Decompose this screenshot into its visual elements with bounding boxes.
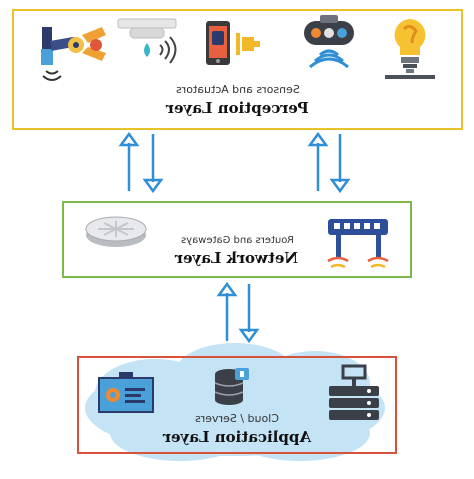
arrow-down-left [142, 134, 164, 194]
application-subtitle: Cloud / Servers [195, 412, 279, 425]
perception-subtitle: Sensors and Actuators [175, 83, 300, 96]
network-layer-box: Routers and Gateways Network Layer [62, 201, 412, 278]
arrow-up-center [216, 281, 238, 341]
smoke-detector-icon [117, 18, 177, 64]
arrow-down-right [329, 134, 351, 194]
robotic-arm-icon [41, 27, 106, 81]
server-rack-icon [329, 364, 379, 420]
arrow-down-center [238, 284, 260, 344]
application-title: Application Layer [162, 428, 312, 446]
application-monitor-icon [98, 372, 154, 413]
database-icon [214, 368, 249, 405]
arrow-up-left [118, 131, 140, 191]
arrow-up-right [307, 131, 329, 191]
smartphone-icon [206, 21, 260, 65]
perception-layer-box: Sensors and Actuators Perception Layer [12, 9, 463, 130]
gateway-hub-icon [85, 216, 147, 247]
perception-title: Perception Layer [166, 99, 309, 117]
application-layer-box: Cloud / Servers Application Layer [77, 356, 397, 454]
wifi-router-icon [327, 219, 389, 269]
smart-bulb-icon [385, 19, 435, 79]
smart-speaker-icon [304, 15, 354, 69]
network-title: Network Layer [175, 249, 299, 267]
network-subtitle: Routers and Gateways [180, 235, 294, 246]
